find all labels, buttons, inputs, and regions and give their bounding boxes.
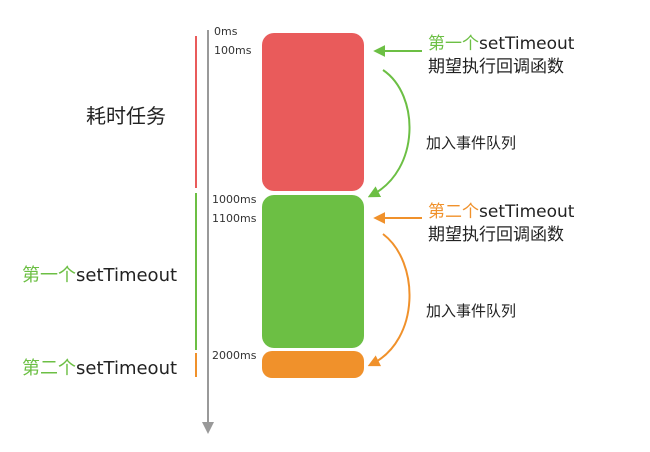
note-enqueue-first: 加入事件队列 [426, 134, 517, 152]
label-second-timeout: 第二个setTimeout [22, 354, 177, 380]
tick-100ms: 100ms [214, 44, 252, 57]
note-first-suffix: setTimeout [479, 34, 575, 54]
enqueue-curve-second [367, 233, 411, 367]
block-first-timeout [262, 195, 364, 348]
block-second-timeout [262, 351, 364, 378]
tick-0ms: 0ms [214, 25, 238, 38]
tick-1000ms: 1000ms [212, 193, 257, 206]
note-first-line2: 期望执行回调函数 [428, 57, 564, 77]
note-second-expect: 第二个setTimeout 期望执行回调函数 [428, 201, 574, 247]
note-second-suffix: setTimeout [479, 202, 575, 222]
note-first-prefix: 第一个 [428, 34, 479, 54]
note-second-line2: 期望执行回调函数 [428, 225, 564, 245]
enqueue-curve-first [367, 69, 411, 198]
tick-1100ms: 1100ms [212, 212, 257, 225]
label-first-timeout-prefix: 第一个 [22, 265, 76, 286]
note-second-prefix: 第二个 [428, 202, 479, 222]
note-enqueue-second: 加入事件队列 [426, 302, 517, 320]
tick-2000ms: 2000ms [212, 349, 257, 362]
label-first-timeout-suffix: setTimeout [76, 265, 178, 286]
note-first-expect: 第一个setTimeout 期望执行回调函数 [428, 33, 574, 79]
label-second-timeout-suffix: setTimeout [76, 358, 178, 379]
label-first-timeout: 第一个setTimeout [22, 261, 177, 287]
block-long-task [262, 33, 364, 191]
label-second-timeout-prefix: 第二个 [22, 358, 76, 379]
label-long-task: 耗时任务 [86, 104, 166, 128]
